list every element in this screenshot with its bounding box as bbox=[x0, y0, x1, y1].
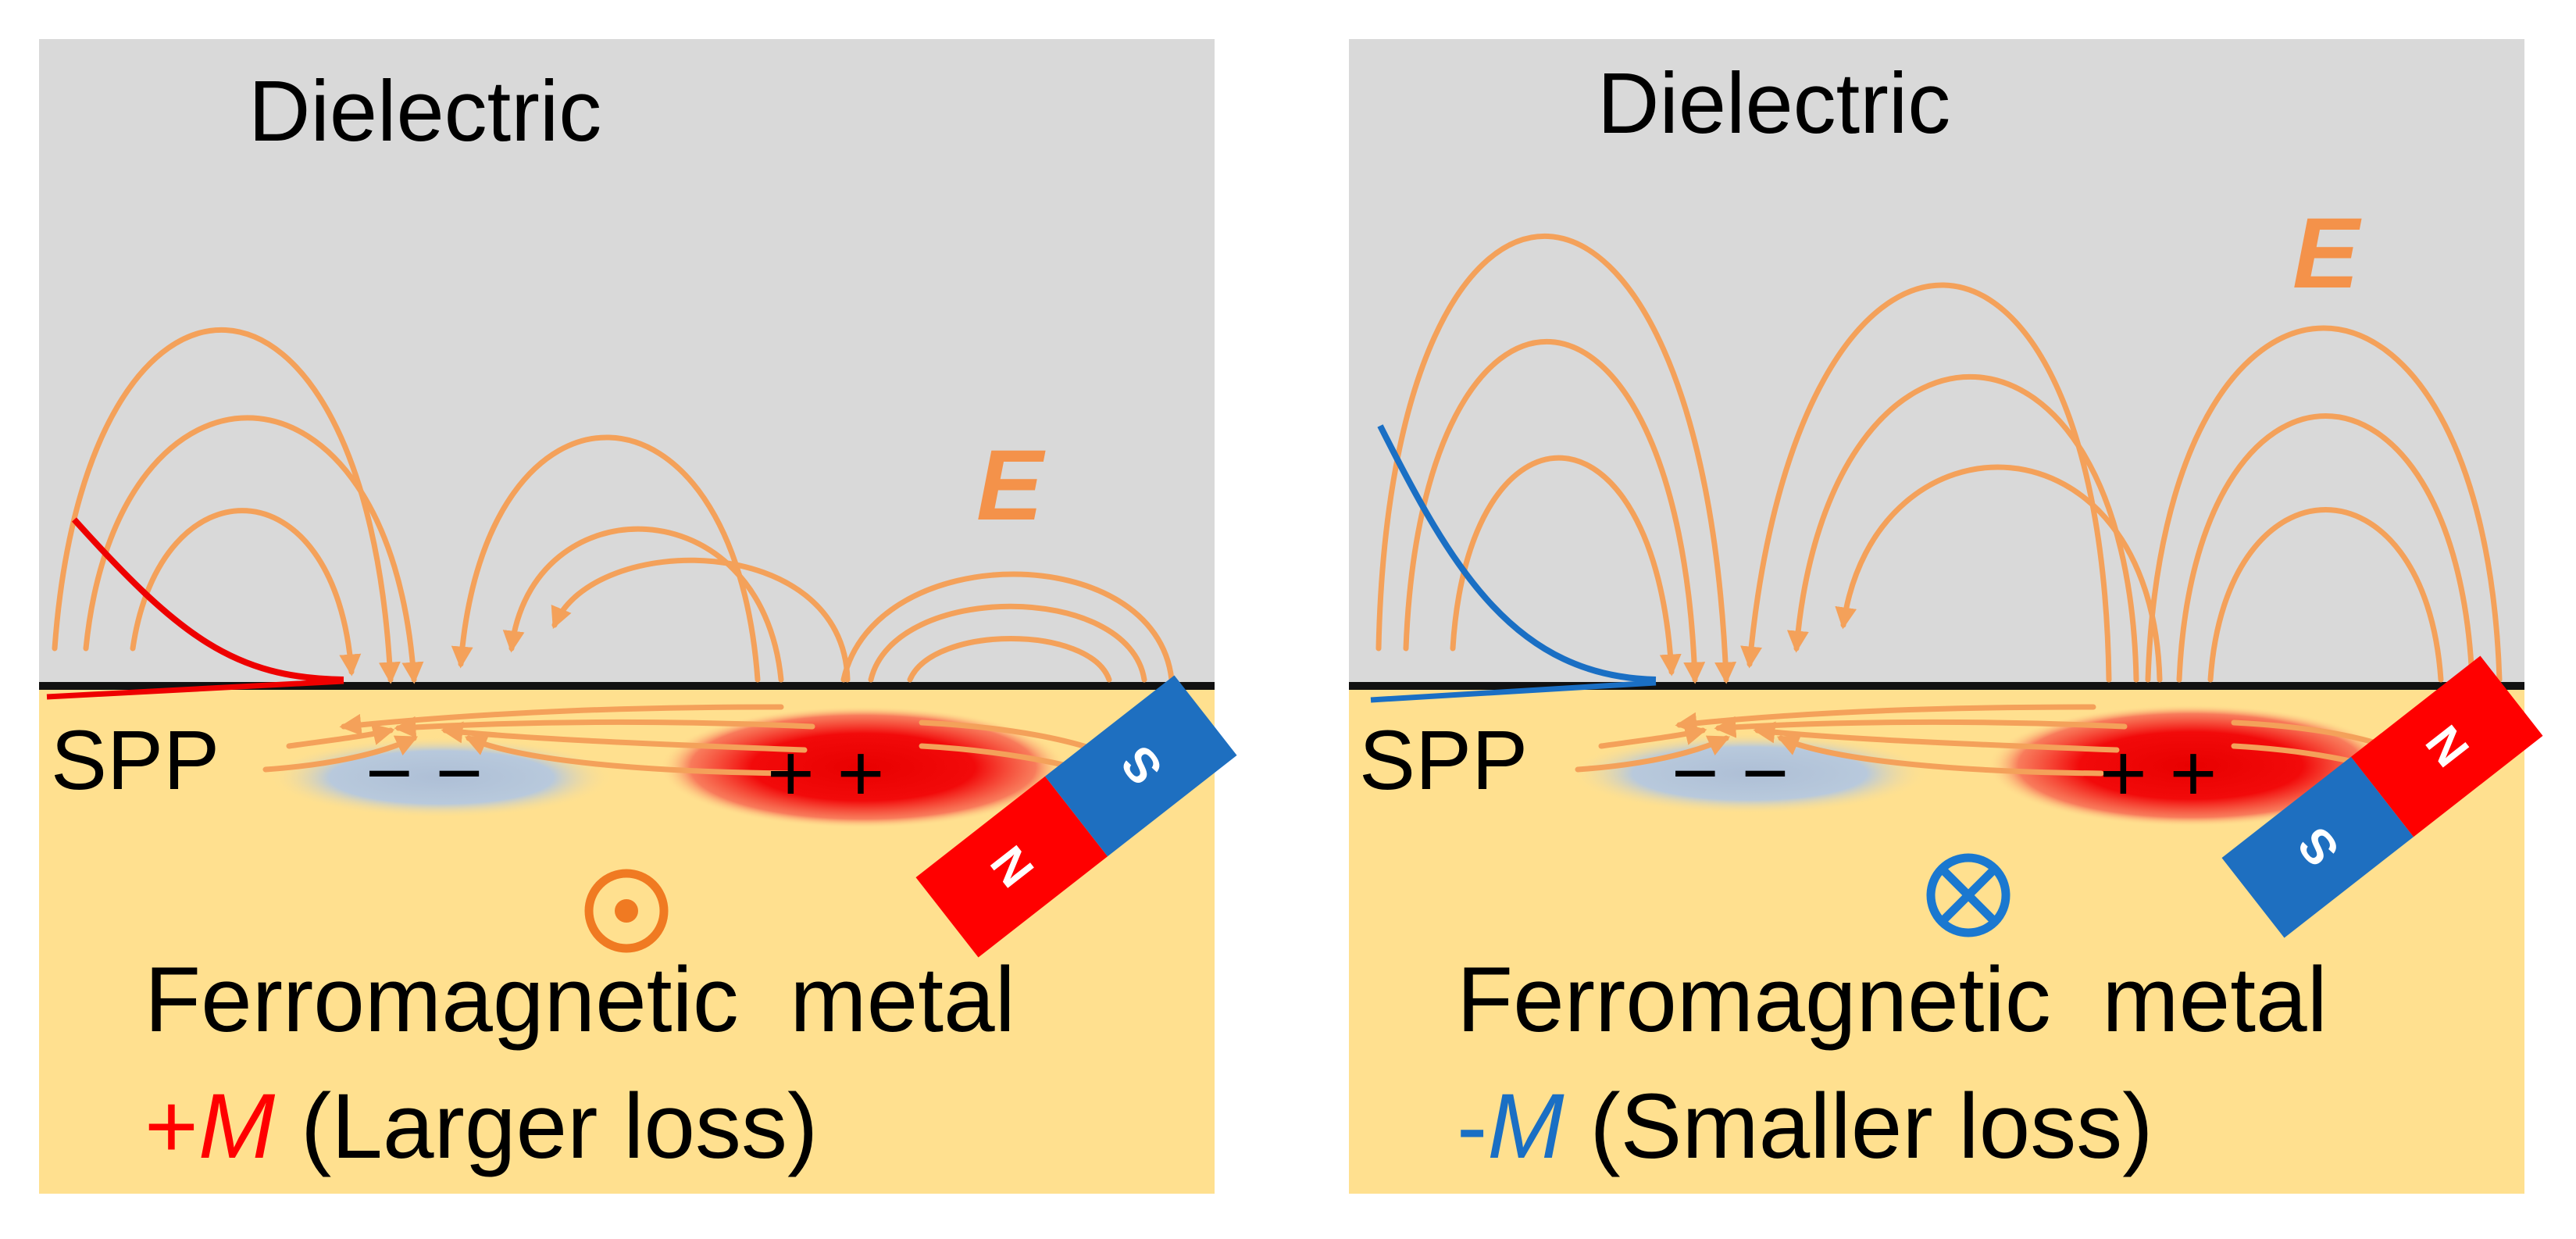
field-line bbox=[1835, 464, 2163, 683]
dielectric-label: Dielectric bbox=[1597, 55, 1950, 152]
field-line bbox=[52, 327, 401, 684]
field-line bbox=[464, 734, 792, 777]
field-line bbox=[1375, 234, 1737, 684]
field-line bbox=[1740, 282, 2112, 683]
magnetization-var: M bbox=[1487, 1075, 1565, 1178]
field-line bbox=[1450, 455, 1682, 677]
magnetization-loss-label: -M (Smaller loss) bbox=[1457, 1075, 2153, 1178]
magnet-south-pole bbox=[1044, 675, 1237, 857]
field-line bbox=[441, 721, 808, 753]
magnetization-var: M bbox=[198, 1075, 276, 1178]
field-line bbox=[130, 508, 362, 677]
field-line bbox=[551, 557, 851, 683]
metal-label: Ferromagnetic metal bbox=[144, 948, 1015, 1052]
field-line bbox=[907, 636, 1112, 683]
field-line bbox=[2176, 413, 2475, 683]
magnet-south-pole bbox=[2221, 756, 2414, 938]
bar-magnet: N S bbox=[915, 675, 1237, 958]
field-line bbox=[262, 735, 419, 773]
field-line bbox=[1575, 735, 1731, 773]
negative-charges-label: − − bbox=[1672, 728, 1789, 819]
dielectric-region bbox=[39, 39, 1215, 686]
field-line bbox=[2145, 325, 2503, 683]
field-line bbox=[1598, 723, 1707, 749]
field-label: E bbox=[2292, 198, 2362, 309]
dielectric-region bbox=[1349, 39, 2524, 686]
field-line bbox=[1403, 339, 1706, 684]
metal-label: Ferromagnetic metal bbox=[1457, 948, 2328, 1052]
negative-charges-label: − − bbox=[366, 728, 483, 819]
positive-charges-label: + + bbox=[2100, 728, 2217, 819]
spp-label: SPP bbox=[1359, 712, 1528, 807]
field-lines bbox=[1375, 234, 2503, 780]
magnetization-sign: - bbox=[1457, 1075, 1487, 1178]
field-line bbox=[286, 723, 395, 749]
field-line bbox=[840, 571, 1175, 683]
panel-minus-m: Dielectric E SPP − − + + bbox=[1349, 39, 2543, 1194]
magnet-north-pole bbox=[915, 776, 1108, 958]
spp-decay-tail bbox=[46, 678, 344, 700]
magnetization-loss-label: +M (Larger loss) bbox=[144, 1075, 818, 1178]
loss-label: (Smaller loss) bbox=[1565, 1075, 2153, 1178]
spp-decay-tail bbox=[1370, 680, 1657, 703]
dielectric-label: Dielectric bbox=[248, 63, 601, 159]
spp-label: SPP bbox=[51, 712, 219, 807]
panel-plus-m: Dielectric E SPP − − + + bbox=[39, 39, 1237, 1194]
field-line bbox=[868, 603, 1147, 683]
field-line bbox=[502, 526, 784, 683]
positive-charge-cloud bbox=[1988, 705, 2394, 827]
cross-in-circle-icon bbox=[1926, 853, 2010, 937]
field-line bbox=[1776, 734, 2104, 777]
magnetization-sign: + bbox=[144, 1075, 198, 1178]
magnet-north-pole bbox=[2350, 655, 2543, 837]
spp-decay-curve bbox=[1377, 424, 1657, 683]
dot-in-circle-icon bbox=[584, 869, 669, 953]
field-line bbox=[1753, 721, 2120, 753]
positive-charges-label: + + bbox=[767, 728, 884, 819]
field-label: E bbox=[976, 430, 1046, 541]
field-lines bbox=[52, 327, 1175, 780]
field-line bbox=[83, 415, 424, 684]
field-line bbox=[451, 434, 761, 683]
field-line bbox=[2207, 507, 2444, 683]
bar-magnet: S N bbox=[2221, 655, 2543, 938]
spp-decay-curve bbox=[72, 517, 344, 683]
loss-label: (Larger loss) bbox=[275, 1075, 818, 1178]
positive-charge-cloud bbox=[660, 706, 1066, 828]
